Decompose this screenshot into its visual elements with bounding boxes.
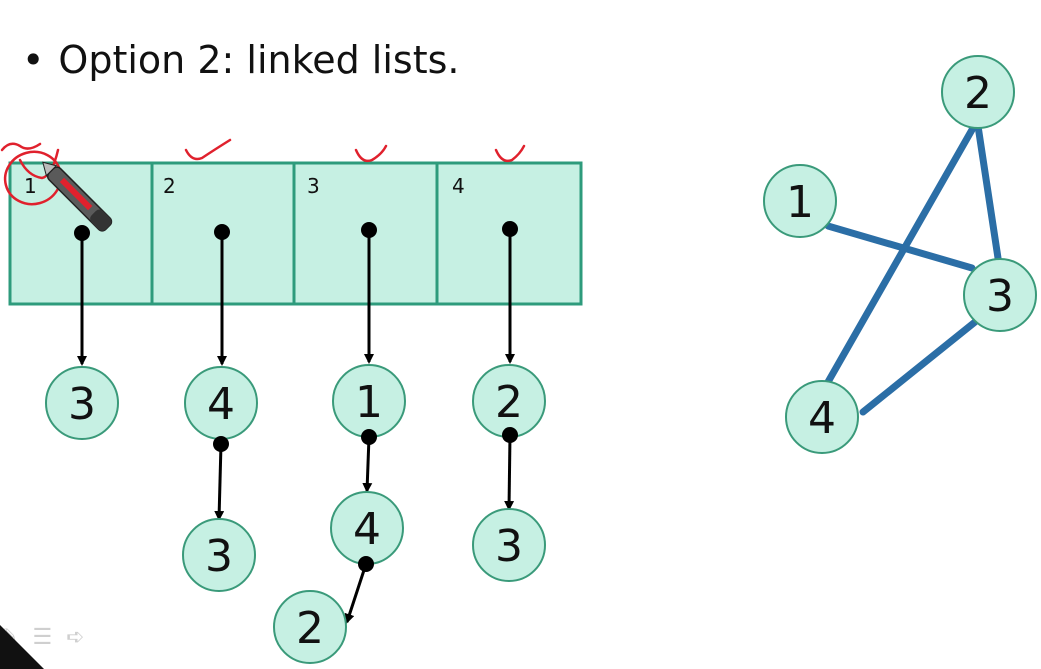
pen-cursor-icon — [42, 161, 113, 232]
bullet-text: Option 2: linked lists. — [58, 38, 460, 82]
graph-edge — [974, 122, 1002, 262]
adjacency-array: 1 2 3 4 — [8, 161, 583, 306]
graph: 1 2 3 4 — [763, 55, 1037, 454]
ink-check — [354, 144, 388, 163]
bullet-dot: • — [22, 38, 45, 82]
array-pointers — [74, 221, 518, 366]
next-arrow-icon[interactable]: ➪ — [66, 624, 85, 649]
list-node — [273, 590, 347, 664]
list-node-label: 4 — [353, 504, 381, 555]
list-node-label: 3 — [68, 379, 96, 430]
list-node — [182, 518, 256, 592]
list-node-label: 4 — [207, 379, 235, 430]
graph-node-label: 4 — [808, 393, 836, 444]
next-pointer-arrow — [504, 434, 515, 511]
list-node-label: 1 — [355, 377, 383, 428]
graph-node-label: 1 — [786, 177, 814, 228]
array-cell-label: 4 — [452, 174, 465, 198]
graph-node-label: 2 — [964, 68, 992, 119]
graph-node — [763, 164, 837, 238]
linked-lists: 3 4 3 1 4 2 2 3 — [45, 364, 546, 664]
list-node-label: 2 — [495, 377, 523, 428]
graph-edge — [824, 222, 976, 272]
graph-node-label: 3 — [986, 271, 1014, 322]
graph-node — [963, 258, 1037, 332]
list-node-label: 2 — [296, 603, 324, 654]
corner-shape — [0, 625, 44, 669]
list-node — [472, 508, 546, 582]
ink-check — [184, 138, 232, 161]
array-cell-label: 1 — [24, 174, 37, 198]
list-node — [45, 366, 119, 440]
graph-edge — [824, 124, 977, 386]
array-cell-label: 3 — [307, 174, 320, 198]
ink-check — [18, 148, 60, 180]
array-cell-label: 2 — [163, 174, 176, 198]
graph-node — [785, 380, 859, 454]
graph-edge — [859, 318, 979, 416]
ink-tick — [0, 142, 42, 152]
slide-bullet-text: • Option 2: linked lists. — [22, 38, 460, 82]
graph-node — [941, 55, 1015, 129]
next-pointer-arrow — [214, 443, 225, 521]
list-node-label: 3 — [205, 531, 233, 582]
list-node-label: 3 — [495, 521, 523, 572]
next-pointer-arrow — [362, 436, 373, 493]
ink-check — [494, 144, 526, 163]
next-pointer-arrow — [344, 563, 368, 624]
